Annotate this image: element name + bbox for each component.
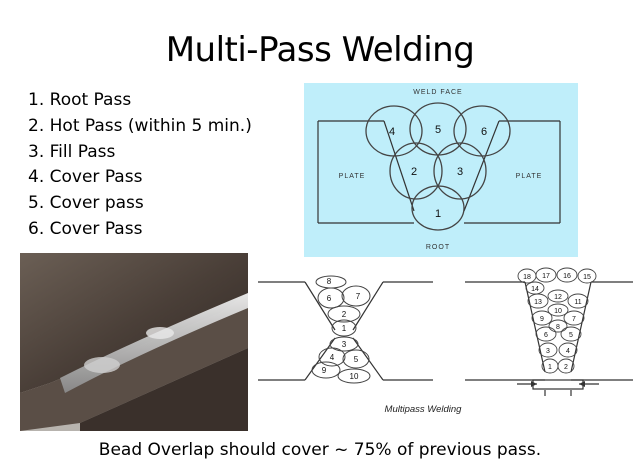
svg-text:3: 3 xyxy=(457,166,463,178)
slide-title: Multi-Pass Welding xyxy=(0,30,640,70)
plate-right-label: PLATE xyxy=(516,173,543,180)
weld-photo xyxy=(20,253,248,431)
list-item: 2. Hot Pass (within 5 min.) xyxy=(28,114,252,140)
svg-text:2: 2 xyxy=(411,166,417,178)
svg-text:15: 15 xyxy=(583,274,591,281)
svg-text:2: 2 xyxy=(342,310,347,319)
svg-text:9: 9 xyxy=(322,366,327,375)
svg-text:4: 4 xyxy=(330,353,335,362)
svg-text:4: 4 xyxy=(566,348,570,355)
svg-text:6: 6 xyxy=(544,332,548,339)
svg-text:2: 2 xyxy=(564,364,568,371)
multipass-welding-diagram: 1 2 3 4 5 6 7 8 9 10 1 2 3 4 5 6 7 8 9 1… xyxy=(255,262,635,422)
svg-text:4: 4 xyxy=(389,126,395,138)
svg-text:5: 5 xyxy=(569,332,573,339)
svg-text:3: 3 xyxy=(546,348,550,355)
diagram-background xyxy=(304,83,578,257)
svg-text:3: 3 xyxy=(342,340,347,349)
svg-text:18: 18 xyxy=(523,274,531,281)
svg-text:8: 8 xyxy=(556,324,560,331)
list-item: 4. Cover Pass xyxy=(28,165,252,191)
svg-text:13: 13 xyxy=(534,299,542,306)
list-item: 5. Cover pass xyxy=(28,191,252,217)
svg-text:11: 11 xyxy=(574,299,581,306)
svg-text:8: 8 xyxy=(327,277,332,286)
weld-face-label: WELD FACE xyxy=(413,89,462,96)
pass-list: 1. Root Pass 2. Hot Pass (within 5 min.)… xyxy=(28,88,252,243)
svg-text:7: 7 xyxy=(572,316,576,323)
weld-cross-section-diagram: 1 2 3 4 5 6 WELD FACE ROOT PLATE PLATE xyxy=(304,83,578,257)
list-item: 3. Fill Pass xyxy=(28,140,252,166)
svg-text:14: 14 xyxy=(531,286,539,293)
diagram-caption: Multipass Welding xyxy=(385,404,463,415)
svg-text:17: 17 xyxy=(542,273,550,280)
svg-text:10: 10 xyxy=(350,372,359,381)
svg-text:5: 5 xyxy=(435,124,441,136)
svg-text:9: 9 xyxy=(540,316,544,323)
svg-text:1: 1 xyxy=(435,208,441,220)
svg-text:5: 5 xyxy=(354,355,359,364)
svg-text:12: 12 xyxy=(554,294,562,301)
svg-text:16: 16 xyxy=(563,273,571,280)
list-item: 1. Root Pass xyxy=(28,88,252,114)
footer-note: Bead Overlap should cover ~ 75% of previ… xyxy=(0,440,640,460)
root-label: ROOT xyxy=(426,244,450,251)
svg-text:6: 6 xyxy=(481,126,487,138)
plate-left-label: PLATE xyxy=(339,173,366,180)
svg-text:7: 7 xyxy=(356,292,361,301)
svg-text:1: 1 xyxy=(548,364,552,371)
svg-text:6: 6 xyxy=(327,294,332,303)
svg-text:10: 10 xyxy=(554,308,562,315)
svg-text:1: 1 xyxy=(342,324,347,333)
list-item: 6. Cover Pass xyxy=(28,217,252,243)
